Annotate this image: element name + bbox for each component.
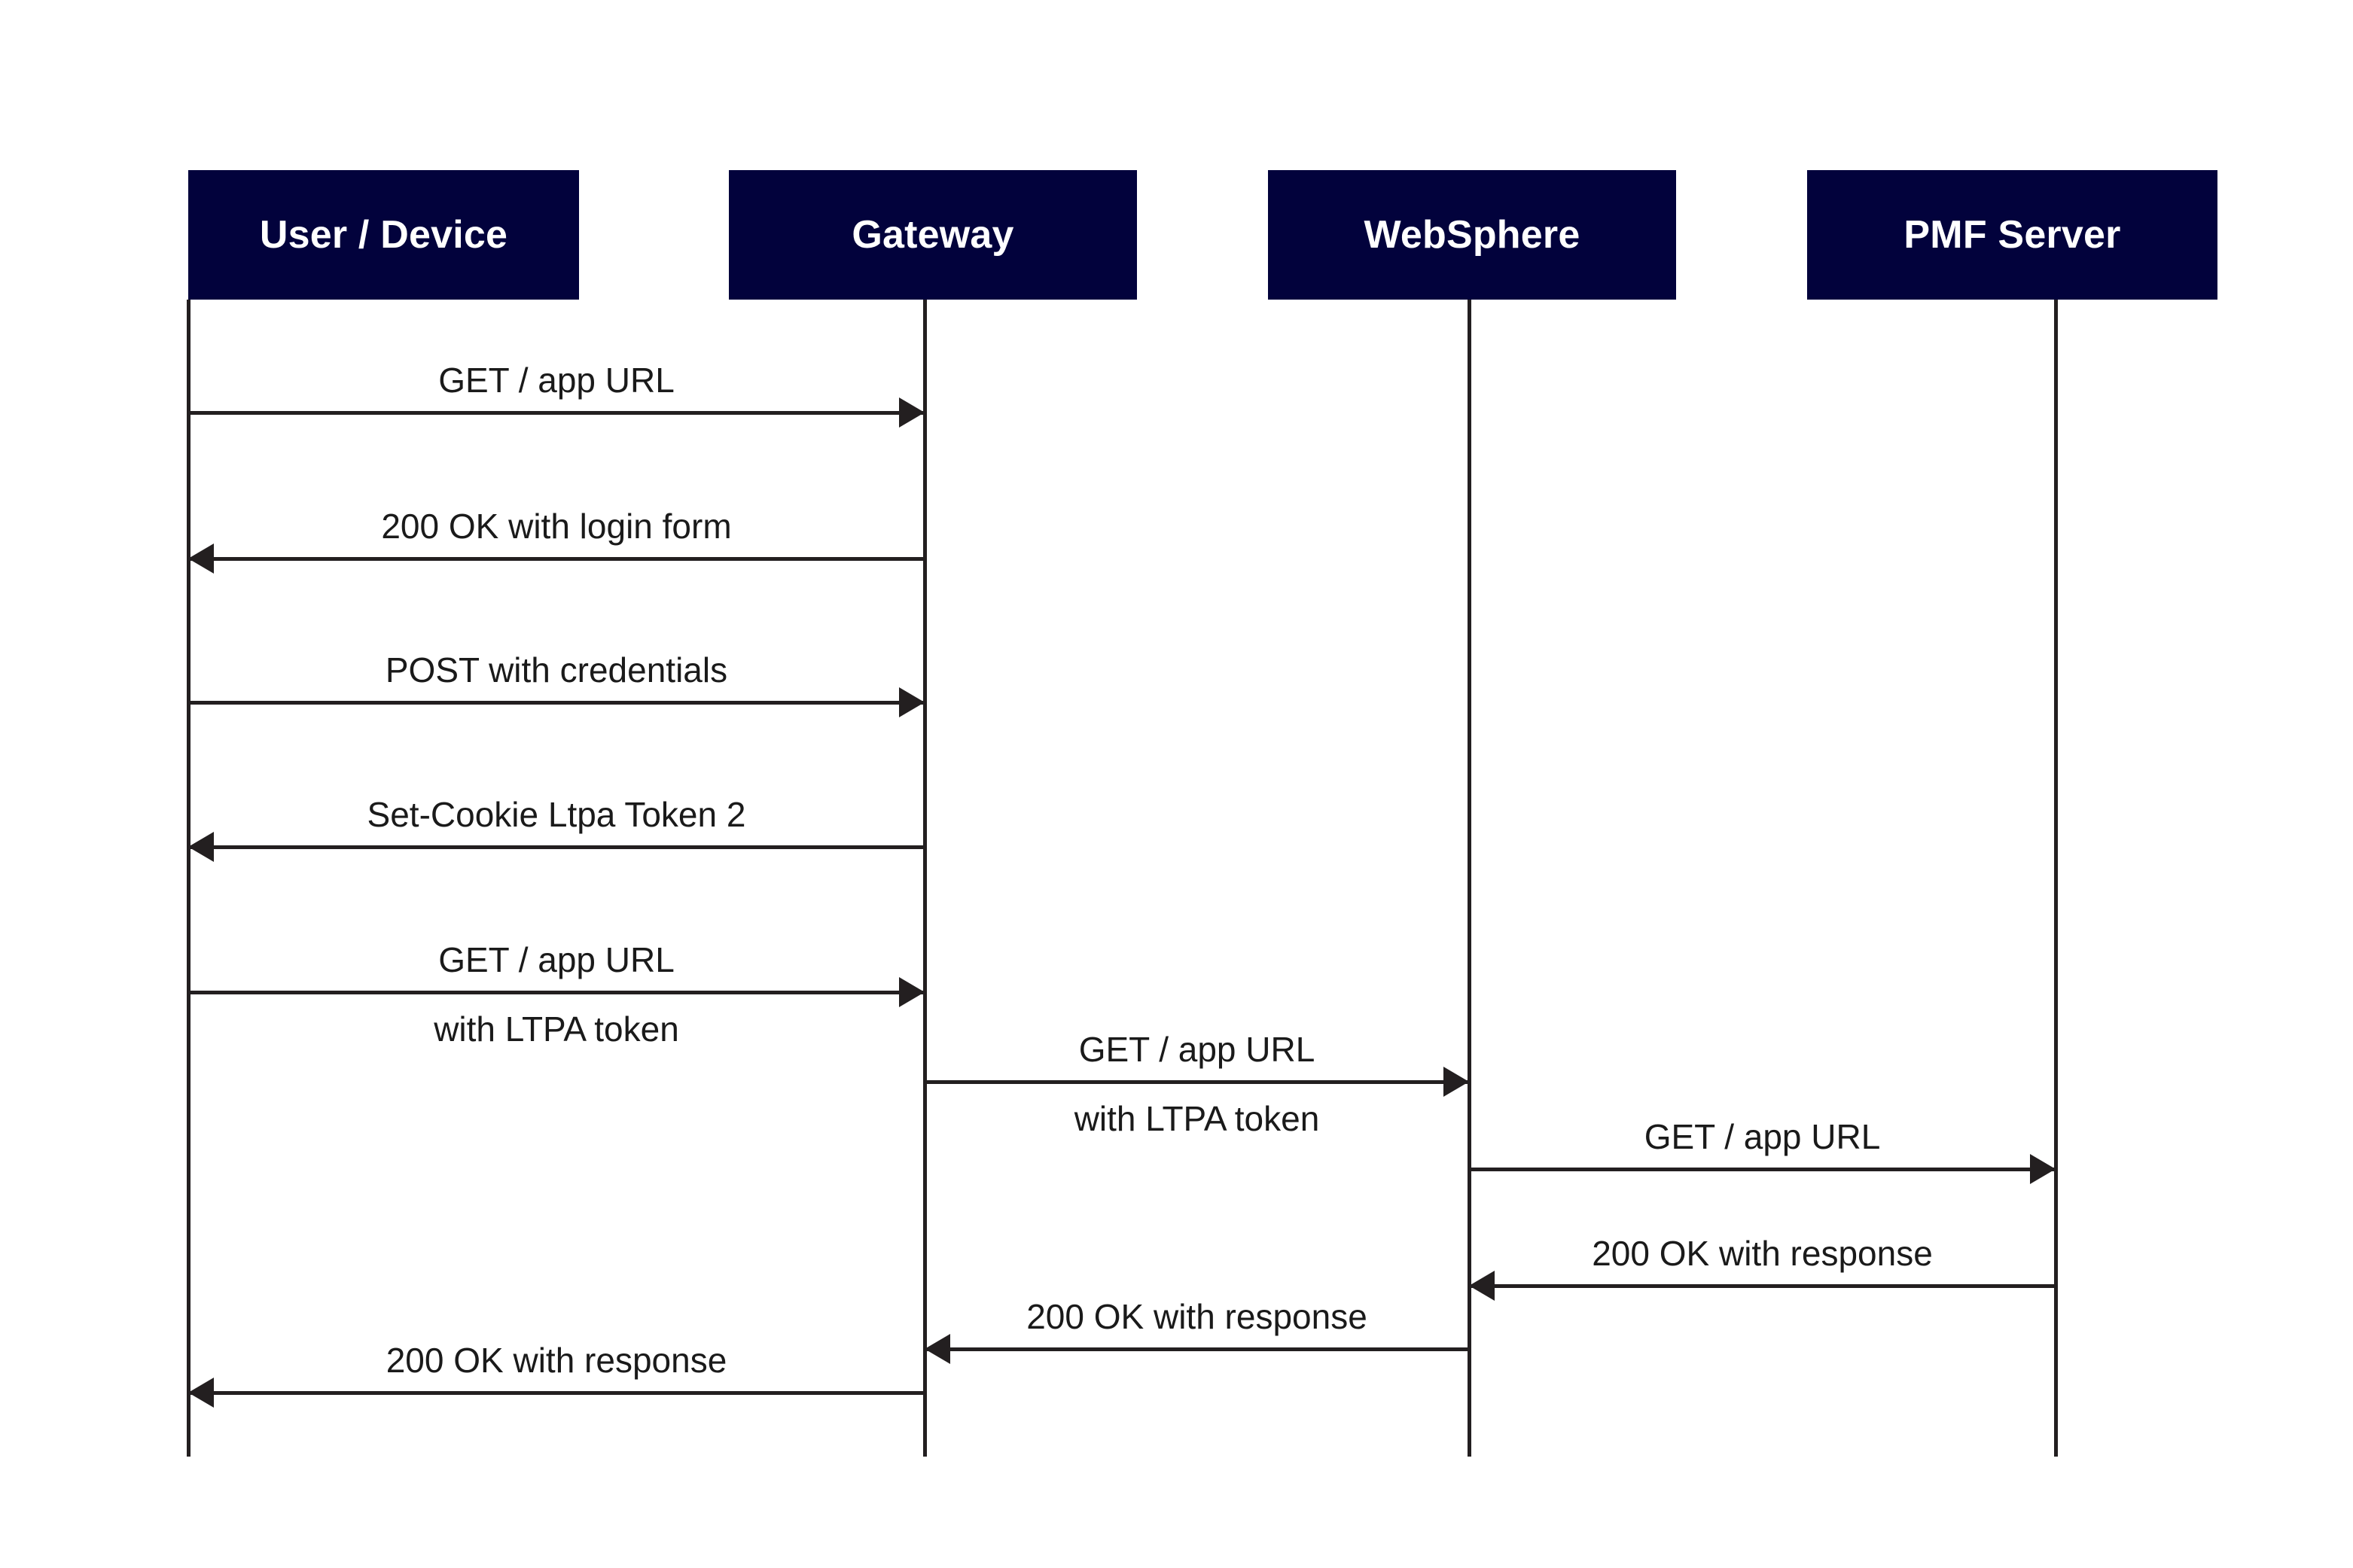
participant-box-user[interactable]: User / Device: [188, 170, 579, 300]
arrowhead-right-icon: [899, 977, 925, 1007]
message-line-m1: [188, 411, 925, 415]
arrowhead-left-icon: [188, 543, 214, 574]
arrowhead-right-icon: [899, 397, 925, 428]
participant-label-user: User / Device: [259, 213, 508, 257]
arrowhead-right-icon: [899, 687, 925, 717]
participant-label-websphere: WebSphere: [1364, 213, 1580, 257]
arrowhead-left-icon: [925, 1334, 950, 1364]
arrowhead-right-icon: [1443, 1067, 1469, 1097]
message-label-m10: 200 OK with response: [386, 1341, 727, 1380]
arrowhead-right-icon: [2030, 1154, 2056, 1184]
participant-label-pmf: PMF Server: [1903, 213, 2121, 257]
arrowhead-left-icon: [188, 832, 214, 862]
message-line-m4: [188, 845, 925, 849]
message-label-m1: GET / app URL: [438, 361, 675, 400]
message-line-m10: [188, 1391, 925, 1395]
message-line-m9: [925, 1347, 1469, 1351]
message-label-m6: GET / app URL: [1078, 1030, 1315, 1069]
message-label-m9: 200 OK with response: [1026, 1297, 1367, 1336]
message-sublabel-m6: with LTPA token: [1074, 1099, 1320, 1138]
arrowhead-left-icon: [1469, 1271, 1495, 1301]
lifeline-user: [187, 300, 190, 1457]
message-label-m5: GET / app URL: [438, 940, 675, 979]
message-line-m7: [1469, 1168, 2056, 1171]
message-label-m4: Set-Cookie Ltpa Token 2: [367, 795, 746, 834]
message-line-m6: [925, 1080, 1469, 1084]
message-line-m5: [188, 991, 925, 994]
message-sublabel-m5: with LTPA token: [434, 1009, 679, 1049]
lifeline-pmf: [2054, 300, 2058, 1457]
participant-label-gateway: Gateway: [852, 213, 1014, 257]
message-label-m3: POST with credentials: [385, 650, 728, 690]
lifeline-websphere: [1468, 300, 1471, 1457]
lifeline-gateway: [923, 300, 927, 1457]
participant-box-pmf[interactable]: PMF Server: [1807, 170, 2217, 300]
message-line-m8: [1469, 1284, 2056, 1288]
message-label-m2: 200 OK with login form: [381, 507, 732, 546]
message-line-m3: [188, 701, 925, 705]
message-label-m8: 200 OK with response: [1592, 1234, 1933, 1273]
participant-box-gateway[interactable]: Gateway: [729, 170, 1137, 300]
participant-box-websphere[interactable]: WebSphere: [1268, 170, 1676, 300]
message-line-m2: [188, 557, 925, 561]
message-label-m7: GET / app URL: [1644, 1117, 1881, 1156]
arrowhead-left-icon: [188, 1378, 214, 1408]
